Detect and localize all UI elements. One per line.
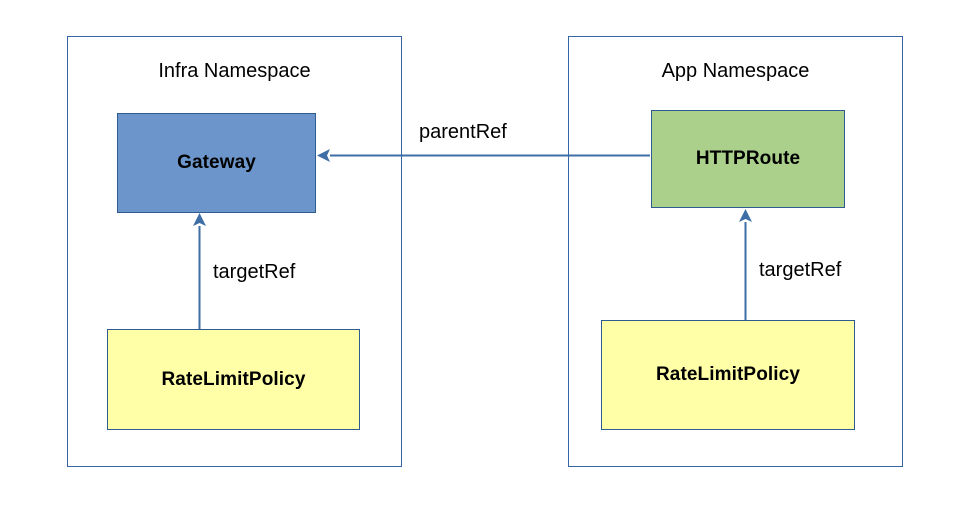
namespace-box-infra: [67, 36, 402, 467]
node-httproute[interactable]: HTTPRoute: [651, 110, 845, 208]
node-infra-ratelimitpolicy[interactable]: RateLimitPolicy: [107, 329, 360, 430]
node-gateway[interactable]: Gateway: [117, 113, 316, 213]
edge-label-infra-target-ref: targetRef: [213, 261, 296, 283]
node-app-ratelimitpolicy[interactable]: RateLimitPolicy: [601, 320, 855, 430]
namespace-title-app: App Namespace: [661, 60, 810, 82]
edge-label-parent-ref: parentRef: [419, 121, 507, 143]
namespace-title-infra: Infra Namespace: [158, 60, 311, 82]
namespace-box-app: [568, 36, 903, 467]
edge-label-app-target-ref: targetRef: [759, 259, 842, 281]
